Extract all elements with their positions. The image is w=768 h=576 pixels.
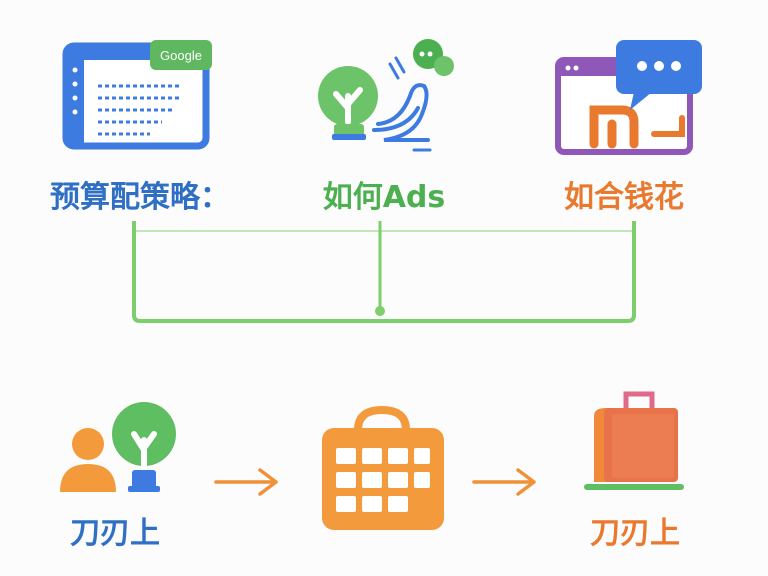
arrow-right-icon — [214, 468, 278, 496]
window-chat-bubble-icon — [555, 40, 702, 155]
edge-label-left: 刀刃上 — [70, 516, 160, 551]
how-ads-label: 如何Ads — [322, 180, 446, 215]
calendar-icon — [322, 405, 444, 530]
person-with-sprout-icon — [60, 402, 176, 492]
bracket-connector — [132, 221, 636, 323]
google-browser-window-icon: Google — [62, 40, 212, 150]
budget-strategy-label: 预算配策略： — [50, 180, 230, 215]
how-spend-label: 如合钱花 — [564, 180, 684, 215]
google-badge-text: Google — [160, 48, 202, 63]
plant-growth-chat-icon — [318, 39, 454, 152]
shopping-bag-icon — [584, 391, 684, 490]
edge-label-right: 刀刃上 — [590, 516, 680, 551]
arrow-right-icon-2 — [472, 468, 536, 496]
